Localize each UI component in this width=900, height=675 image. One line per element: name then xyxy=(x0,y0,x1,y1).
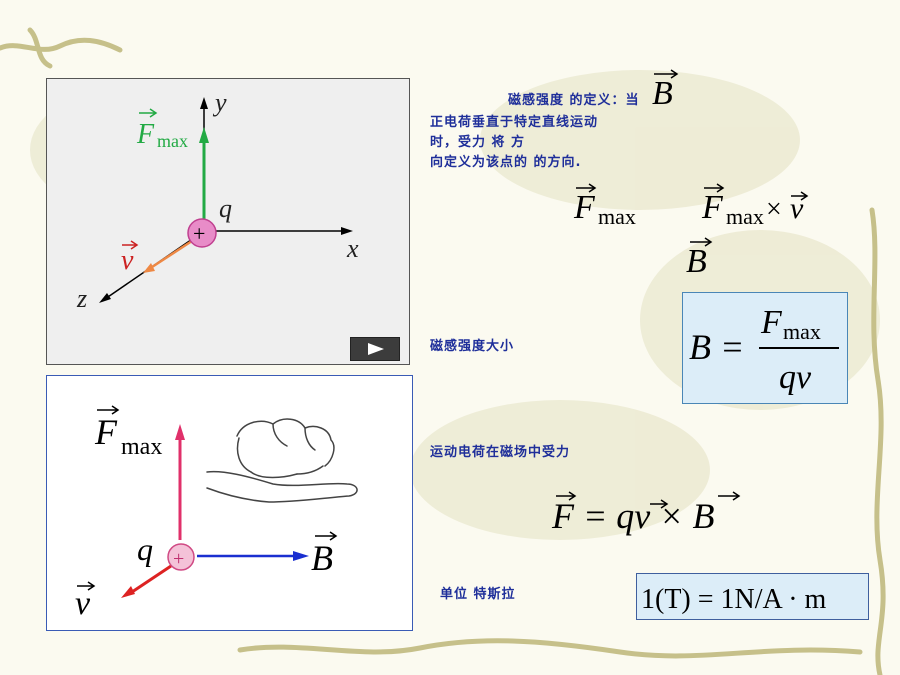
cross-operator: × xyxy=(766,194,782,225)
vector-arrow-icon xyxy=(704,183,725,193)
charge-plus: + xyxy=(193,221,205,246)
vector-arrow-icon xyxy=(139,108,158,118)
z-axis-arrow-icon xyxy=(99,293,111,303)
q-label: q xyxy=(219,194,232,223)
vector-arrow-icon xyxy=(315,531,338,541)
vector-arrow-icon xyxy=(77,581,96,591)
charge-q xyxy=(187,218,217,248)
F-label: F xyxy=(136,119,155,150)
unit-formula-text: 1(T) = 1N/A · m xyxy=(641,584,827,615)
force-label: 运动电荷在磁场中受力 xyxy=(430,445,571,460)
charge-q xyxy=(167,543,195,571)
velocity-arrow-icon xyxy=(121,586,135,598)
force-formula-text: F = qv × B xyxy=(551,496,715,536)
velocity-vector xyxy=(128,564,172,596)
vector-arrow-icon xyxy=(791,191,809,201)
magnitude-num-F: F xyxy=(760,304,783,341)
charge-plus: + xyxy=(173,548,184,570)
F-sub: max xyxy=(157,131,188,151)
play-icon xyxy=(368,343,384,355)
v-label: v xyxy=(75,585,91,622)
vector-arrow-icon xyxy=(556,491,577,501)
vector-arrow-icon xyxy=(122,240,139,250)
B-label: B xyxy=(311,538,333,578)
cross-F: F xyxy=(701,189,724,226)
F-sub: max xyxy=(121,434,162,460)
axes-diagram-panel: + y x z q F max v xyxy=(46,78,410,365)
y-label: y xyxy=(212,88,227,117)
force-formula: F = qv × B xyxy=(551,491,741,536)
vector-arrow-icon xyxy=(654,69,679,79)
vector-arrow-icon xyxy=(690,237,713,247)
magnitude-label: 磁感强度大小 xyxy=(430,339,515,354)
right-hand-icon xyxy=(206,418,358,503)
unit-label: 单位 特斯拉 xyxy=(440,587,516,602)
magnitude-den: qv xyxy=(779,359,812,396)
cross-v: v xyxy=(790,192,804,225)
definition-symbols: B F max F max × v B xyxy=(573,69,809,280)
vector-arrow-icon xyxy=(576,183,597,193)
magnitude-lhs: B = xyxy=(689,327,744,367)
vector-arrow-icon xyxy=(718,491,741,501)
right-hand-rule-panel: + F max B q v xyxy=(46,375,413,631)
play-button[interactable] xyxy=(350,337,400,361)
definition-line-4: 向定义为该点的 的方向. xyxy=(430,155,582,170)
F-label: F xyxy=(94,412,118,452)
definition-line-1: 磁感强度 的定义：当 xyxy=(508,93,640,108)
x-axis-arrow-icon xyxy=(341,227,353,235)
field-arrow-icon xyxy=(293,551,309,561)
v-label: v xyxy=(121,245,134,276)
B-under: B xyxy=(686,243,707,280)
magnitude-num-sub: max xyxy=(783,319,821,344)
z-label: z xyxy=(76,284,87,313)
definition-line-2: 正电荷垂直于特定直线运动 xyxy=(430,115,599,130)
unit-formula-box: 1(T) = 1N/A · m xyxy=(636,573,869,620)
vector-arrow-icon xyxy=(97,405,120,415)
velocity-arrow-icon xyxy=(143,263,155,273)
force-arrow-icon xyxy=(175,424,185,440)
vector-arrow-icon xyxy=(650,499,669,509)
cross-sub: max xyxy=(726,204,764,229)
F-max-sub: max xyxy=(598,204,636,229)
q-label: q xyxy=(137,531,153,567)
x-label: x xyxy=(346,234,359,263)
B-symbol: B xyxy=(652,75,673,112)
magnitude-formula-box: B = F max qv xyxy=(682,292,848,404)
y-axis-arrow-icon xyxy=(200,97,208,109)
F-max-F: F xyxy=(573,189,596,226)
velocity-vector xyxy=(148,237,196,271)
force-arrow-icon xyxy=(199,127,209,143)
definition-line-3: 时，受力 将 方 xyxy=(430,135,526,150)
